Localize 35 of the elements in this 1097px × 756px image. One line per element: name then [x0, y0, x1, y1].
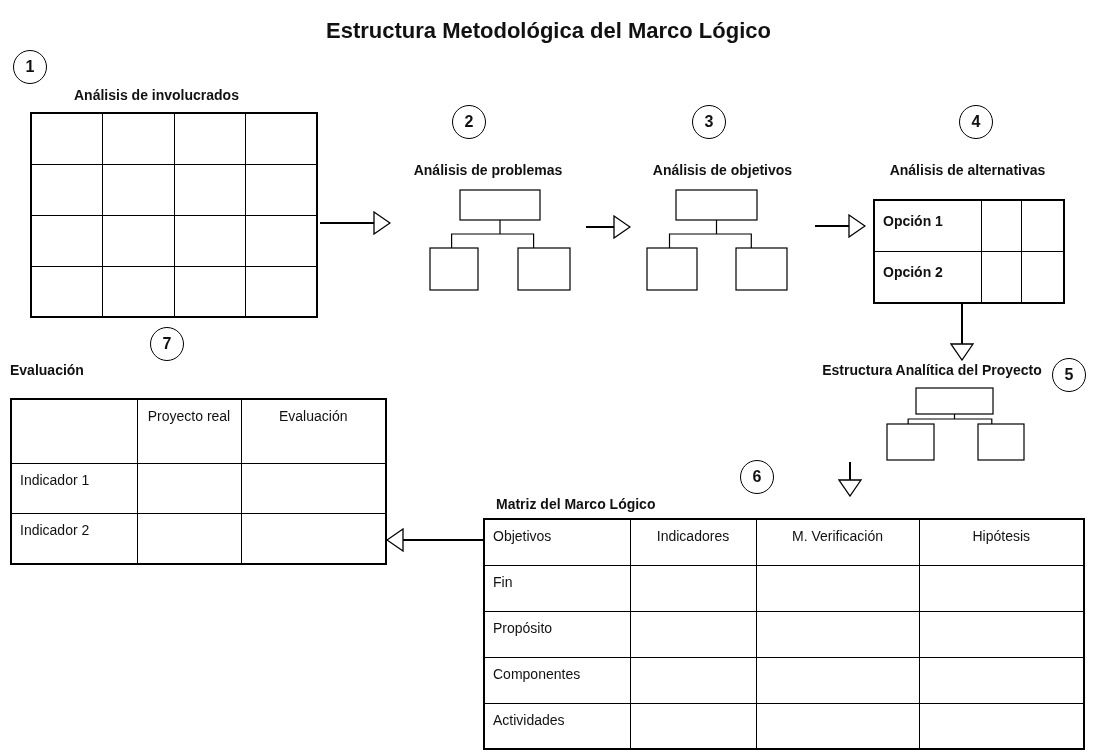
arrow [814, 214, 866, 238]
row-label: Fin [493, 573, 513, 590]
column-header: Proyecto real [147, 408, 231, 424]
number-circle: 5 [1052, 358, 1086, 392]
row-label: Propósito [493, 619, 553, 636]
row-label: Opción 1 [883, 213, 943, 229]
number-circle: 4 [959, 105, 993, 139]
column-header: Evaluación [279, 408, 348, 424]
arrow [386, 528, 484, 552]
stage-heading: Análisis de problemas [412, 162, 564, 178]
number-circle: 1 [13, 50, 47, 84]
title: Estructura Metodológica del Marco Lógico [325, 18, 772, 44]
number-circle: 2 [452, 105, 486, 139]
column-header: M. Verificación [791, 528, 883, 544]
row-label: Opción 2 [883, 263, 943, 280]
arrow [585, 215, 631, 239]
row-label: Componentes [493, 665, 581, 682]
stage-heading: Análisis de involucrados [74, 87, 240, 103]
row-label: Objetivos [493, 528, 552, 544]
column-header: Hipótesis [972, 528, 1031, 544]
number-circle: 7 [150, 327, 184, 361]
stage-heading: Análisis de objetivos [651, 162, 794, 178]
arrow [950, 303, 974, 361]
row-label: Actividades [493, 711, 565, 728]
row-label: Indicador 1 [20, 471, 90, 488]
stage-heading: Análisis de alternativas [888, 162, 1047, 178]
stage-heading: Estructura Analítica del Proyecto [821, 362, 1043, 378]
number-circle: 6 [740, 460, 774, 494]
row-label: Indicador 2 [20, 521, 90, 538]
arrow [838, 461, 862, 497]
number-circle: 3 [692, 105, 726, 139]
column-header: Indicadores [656, 528, 730, 544]
stage-heading: Matriz del Marco Lógico [496, 496, 657, 512]
stage-heading: Evaluación [10, 362, 85, 378]
arrow [319, 211, 391, 235]
